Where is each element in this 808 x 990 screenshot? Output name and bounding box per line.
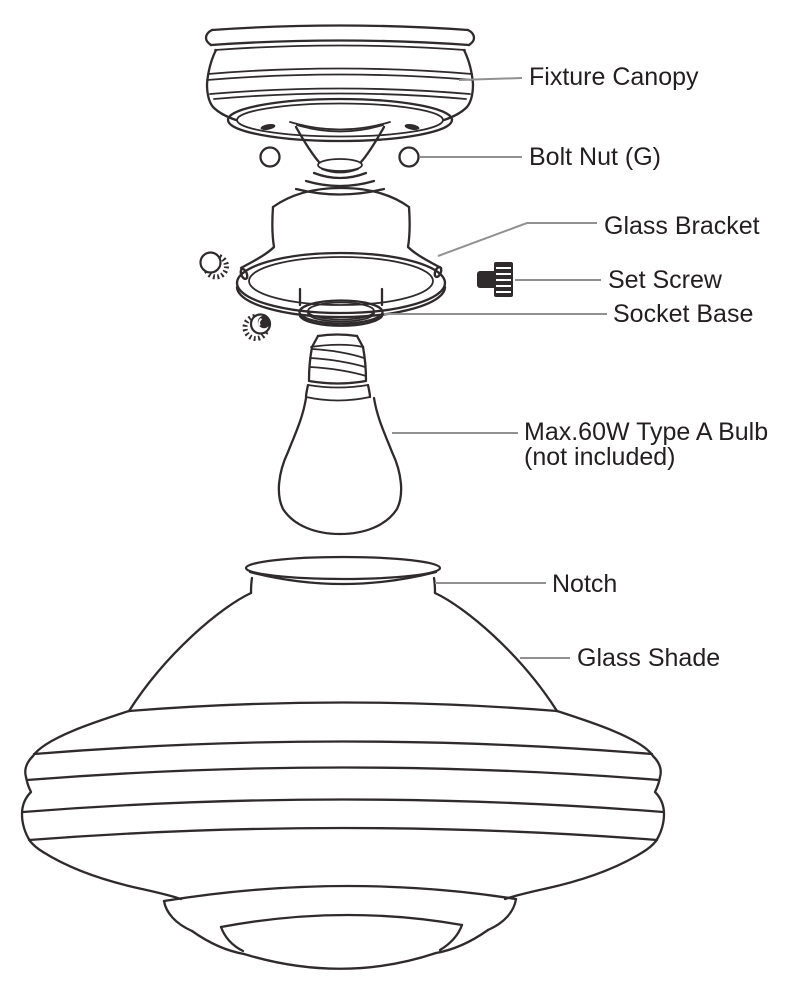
- label-notch: Notch: [552, 570, 617, 598]
- label-bulb-line2: (not included): [524, 443, 675, 471]
- mounting-stem-drawing: [289, 121, 391, 196]
- bracket-hole-right: [433, 265, 443, 279]
- thumb-screw-top: [199, 251, 229, 280]
- bolt-nut-right: [398, 146, 420, 168]
- bracket-hole-left: [239, 267, 249, 281]
- thumb-screw-bottom: [242, 313, 272, 341]
- label-fixture-canopy: Fixture Canopy: [529, 63, 699, 91]
- notch-drawing: [244, 555, 442, 595]
- label-bolt-nut: Bolt Nut (G): [529, 143, 661, 171]
- set-screw-drawing: [477, 262, 513, 297]
- label-socket-base: Socket Base: [613, 300, 753, 328]
- leader-fixture-canopy: [458, 77, 523, 81]
- label-bulb-line1: Max.60W Type A Bulb: [524, 418, 768, 446]
- socket-base-drawing: [298, 287, 384, 327]
- glass-shade-drawing: [20, 591, 666, 970]
- leader-glass-bracket: [437, 222, 597, 257]
- bulb-drawing: [277, 333, 403, 536]
- label-glass-bracket: Glass Bracket: [604, 212, 760, 240]
- label-glass-shade: Glass Shade: [577, 644, 720, 672]
- canopy-screw-hole-right: [404, 123, 420, 131]
- bolt-nut-left: [259, 146, 281, 168]
- canopy-screw-hole-left: [260, 123, 276, 131]
- label-set-screw: Set Screw: [608, 266, 723, 294]
- fixture-canopy-drawing: [204, 24, 476, 143]
- glass-bracket-drawing: [235, 186, 447, 319]
